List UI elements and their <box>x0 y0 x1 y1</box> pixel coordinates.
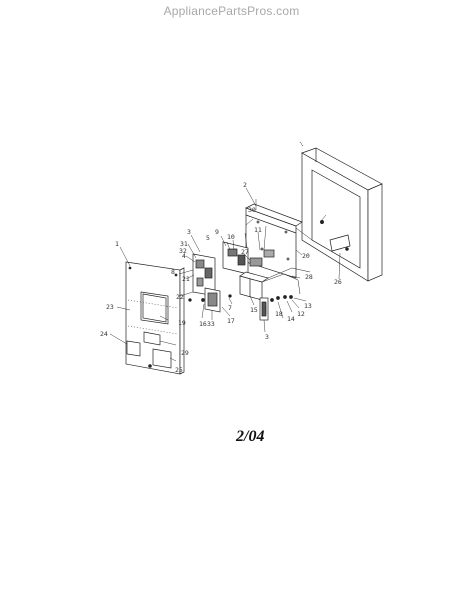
callout-33: 33 <box>207 320 215 328</box>
callout-3-left: 3 <box>187 228 191 236</box>
callout-11: 11 <box>254 226 262 234</box>
callout-2: 2 <box>243 181 247 189</box>
leader-lines <box>109 187 341 362</box>
callout-12: 12 <box>297 310 305 318</box>
callout-20: 20 <box>302 252 310 260</box>
callout-7: 7 <box>228 304 232 312</box>
callout-24: 24 <box>100 330 108 338</box>
relay-block <box>204 287 221 313</box>
callout-28: 28 <box>305 273 313 281</box>
callout-19: 19 <box>178 319 186 327</box>
callout-8: 8 <box>171 268 175 276</box>
callout-22: 22 <box>176 293 184 301</box>
callout-10: 10 <box>227 233 235 241</box>
callout-25: 25 <box>175 366 183 374</box>
revision-date: 2/04 <box>236 428 265 445</box>
front-panel <box>125 261 185 375</box>
small-switch <box>249 249 275 267</box>
callout-9: 9 <box>215 228 219 236</box>
callout-23: 23 <box>106 303 114 311</box>
callout-18: 18 <box>275 310 283 318</box>
wire-harness <box>261 227 313 295</box>
transformer-block <box>239 271 269 301</box>
callout-27: 27 <box>241 248 249 256</box>
callout-26: 26 <box>334 278 342 286</box>
callout-21: 21 <box>182 275 190 283</box>
callout-3-bottom: 3 <box>265 333 269 341</box>
callout-14: 14 <box>287 315 295 323</box>
callout-4: 4 <box>182 252 186 260</box>
callout-17: 17 <box>227 317 235 325</box>
callout-13: 13 <box>304 302 312 310</box>
callout-labels: 1 2 3 3 4 5 7 8 9 10 11 12 13 14 15 16 1… <box>100 181 342 374</box>
callout-31: 31 <box>180 240 188 248</box>
callout-1: 1 <box>115 240 119 248</box>
watermark-text: AppliancePartsPros.com <box>163 4 300 18</box>
callout-5: 5 <box>206 234 210 242</box>
cabinet-housing <box>299 141 383 282</box>
callout-29-upper: 29 <box>181 349 189 357</box>
terminal-hardware <box>188 294 293 321</box>
callout-15: 15 <box>250 306 258 314</box>
control-board-left <box>192 253 216 297</box>
callout-30: 30 <box>248 206 256 214</box>
callout-32: 32 <box>179 247 187 255</box>
control-board-center <box>222 241 249 275</box>
callout-16: 16 <box>199 320 207 328</box>
mounting-plate <box>245 203 303 279</box>
